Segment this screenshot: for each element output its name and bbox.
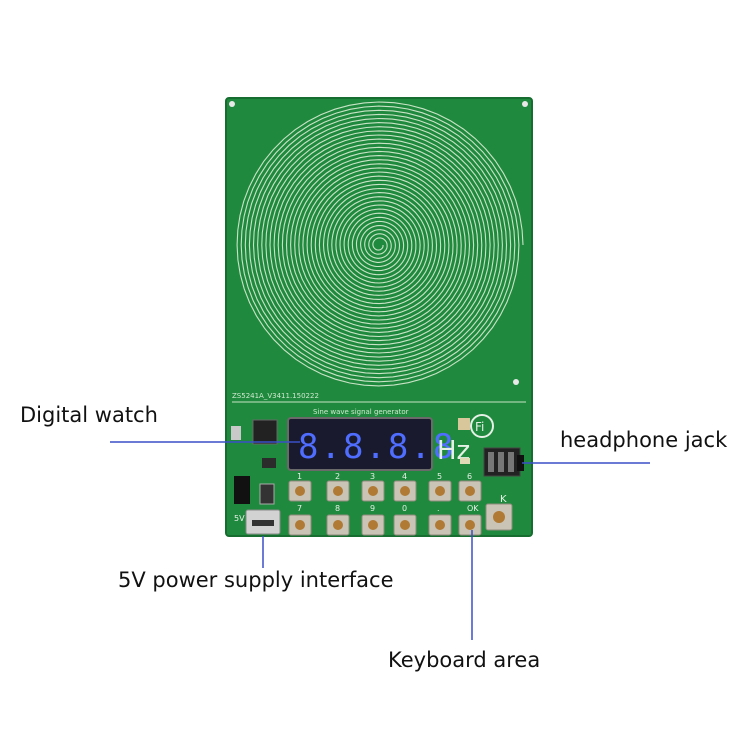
keypad-button-cap	[400, 486, 410, 496]
key-number-label: 6	[467, 472, 472, 481]
mount-hole-top-left	[229, 101, 235, 107]
voltage-regulator	[234, 476, 250, 504]
keypad-button-cap	[333, 486, 343, 496]
keypad-button-cap	[368, 520, 378, 530]
logo-mark	[470, 414, 494, 438]
silkscreen-id: ZS5241A_V3411.150222	[232, 392, 319, 400]
key-number-label: 4	[402, 472, 407, 481]
keypad-button-cap	[368, 486, 378, 496]
coil-trace	[236, 101, 524, 387]
key-number-label: 3	[370, 472, 375, 481]
keypad-button-cap	[400, 520, 410, 530]
smd-component	[458, 418, 470, 430]
smd-component	[262, 458, 276, 468]
key-number-label: 8	[335, 504, 340, 513]
power-silkscreen: 5V	[234, 514, 245, 523]
keyboard-area-label: Keyboard area	[388, 648, 541, 672]
key-number-label: 9	[370, 504, 375, 513]
key-number-label: .	[437, 504, 440, 513]
key-number-label: 0	[402, 504, 407, 513]
keypad-button-cap	[295, 520, 305, 530]
silkscreen-title: Sine wave signal generator	[313, 408, 409, 416]
key-number-label: 7	[297, 504, 302, 513]
led	[460, 458, 470, 464]
keypad-button-cap	[295, 486, 305, 496]
keypad-button-cap	[465, 486, 475, 496]
keypad-button-cap	[465, 520, 475, 530]
keypad-button-cap	[435, 486, 445, 496]
key-number-label: 2	[335, 472, 340, 481]
headphone-jack-label: headphone jack	[560, 428, 728, 452]
k-key-label: K	[500, 494, 507, 505]
power-interface-label: 5V power supply interface	[118, 568, 394, 592]
digital-watch-label: Digital watch	[20, 403, 158, 427]
microcontroller-chip	[252, 419, 278, 445]
seven-segment-display	[287, 417, 433, 471]
k-key-cap	[493, 511, 505, 523]
mount-hole-mid-right	[513, 379, 519, 385]
smd-component	[259, 483, 275, 505]
mount-hole-top-right	[522, 101, 528, 107]
display-digits: 8.8.8.8	[298, 427, 455, 467]
key-number-label: OK	[467, 504, 479, 513]
spiral-coil	[236, 101, 524, 387]
key-number-label: 1	[297, 472, 302, 481]
smd-component	[231, 426, 241, 440]
keyboard-area: 1 2 3 4 5 6 7 8 9 0. OK	[288, 472, 482, 536]
logo-text: Fi	[475, 420, 484, 434]
keypad-button-cap	[333, 520, 343, 530]
key-number-label: 5	[437, 472, 442, 481]
keypad-button-cap	[435, 520, 445, 530]
